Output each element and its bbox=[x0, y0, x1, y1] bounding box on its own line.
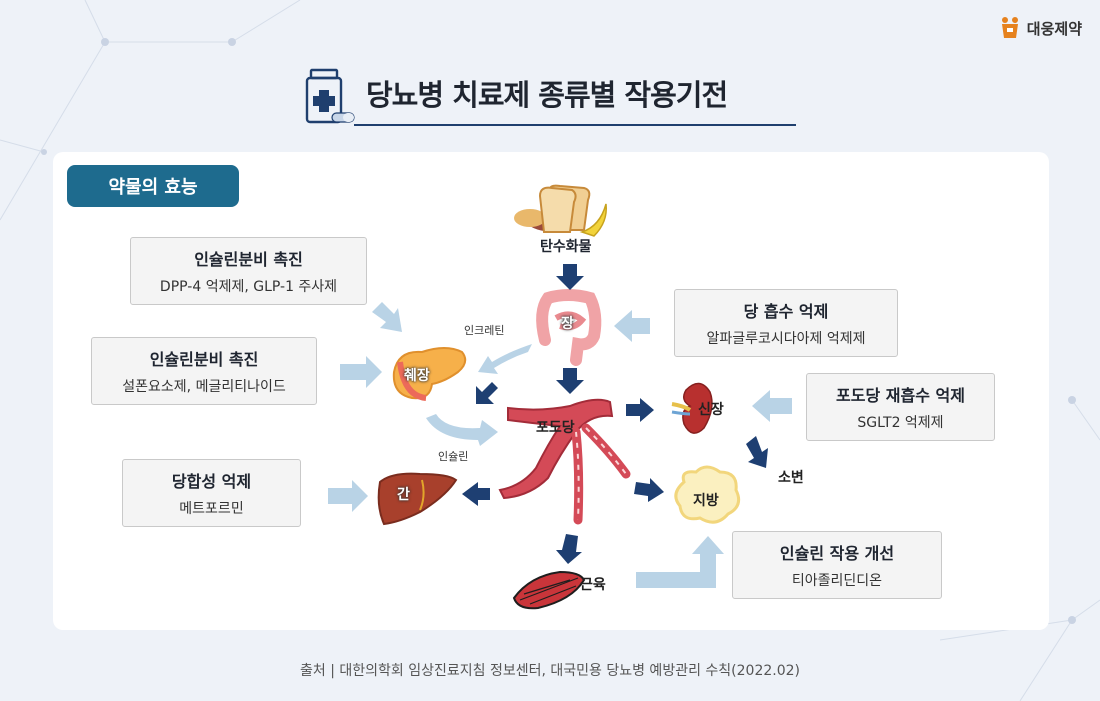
effect-box-insulin-action: 인슐린 작용 개선 티아졸리딘디온 bbox=[732, 531, 942, 599]
effect-box-insulin-secretion-2: 인슐린분비 촉진 설폰요소제, 메글리티나이드 bbox=[91, 337, 317, 405]
title-block: 당뇨병 치료제 종류별 작용기전 bbox=[302, 64, 796, 126]
brand-logo: 대웅제약 bbox=[999, 16, 1082, 40]
title-underline bbox=[354, 124, 796, 126]
source-footer: 출처 | 대한의학회 임상진료지침 정보센터, 대국민용 당뇨병 예방관리 수칙… bbox=[300, 663, 800, 679]
muscle-icon bbox=[512, 570, 586, 610]
kidney-icon bbox=[671, 382, 713, 434]
effect-heading: 인슐린분비 촉진 bbox=[194, 250, 303, 269]
medicine-bottle-icon bbox=[305, 68, 355, 124]
bear-logo-icon bbox=[1001, 17, 1018, 38]
effect-drugs: DPP-4 억제제, GLP-1 주사제 bbox=[159, 279, 338, 295]
effect-box-gluconeogenesis: 당합성 억제 메트포르민 bbox=[122, 459, 301, 527]
intestine-icon bbox=[536, 289, 602, 366]
effect-drugs: 설폰요소제, 메글리티나이드 bbox=[122, 379, 286, 395]
pancreas-icon bbox=[392, 347, 467, 401]
node-label-liver: 간 bbox=[397, 487, 410, 503]
edge-label-incretin: 인크레틴 bbox=[464, 324, 505, 337]
edge-label-insulin: 인슐린 bbox=[438, 450, 469, 463]
page-title: 당뇨병 치료제 종류별 작용기전 bbox=[366, 78, 728, 112]
effect-heading: 당합성 억제 bbox=[171, 472, 252, 491]
drug-action-arrows bbox=[328, 302, 792, 588]
effect-drugs: SGLT2 억제제 bbox=[857, 415, 944, 431]
node-label-fat: 지방 bbox=[693, 493, 719, 509]
effect-heading: 당 흡수 억제 bbox=[743, 302, 829, 321]
node-label-muscle: 근육 bbox=[580, 577, 606, 593]
effect-box-insulin-secretion-1: 인슐린분비 촉진 DPP-4 억제제, GLP-1 주사제 bbox=[130, 237, 367, 305]
node-label-carbs: 탄수화물 bbox=[540, 239, 592, 255]
effect-heading: 인슐린 작용 개선 bbox=[779, 544, 895, 563]
effect-drugs: 메트포르민 bbox=[179, 501, 244, 517]
effect-drugs: 티아졸리딘디온 bbox=[791, 573, 883, 589]
blood-vessel-icon bbox=[498, 398, 631, 525]
flow-arrows bbox=[462, 264, 768, 564]
liver-icon bbox=[377, 472, 458, 526]
section-label: 약물의 효능 bbox=[67, 165, 239, 207]
brand-name: 대웅제약 bbox=[1026, 19, 1082, 38]
effect-heading: 포도당 재흡수 억제 bbox=[836, 386, 965, 405]
carbohydrate-food-icon bbox=[514, 184, 607, 237]
effect-box-glucose-reabsorption: 포도당 재흡수 억제 SGLT2 억제제 bbox=[806, 373, 995, 441]
node-label-kidney: 신장 bbox=[698, 402, 724, 418]
effect-drugs: 알파글루코시다아제 억제제 bbox=[706, 331, 866, 347]
effect-heading: 인슐린분비 촉진 bbox=[149, 350, 259, 369]
node-label-intestine: 장 bbox=[561, 316, 574, 332]
node-label-pancreas: 췌장 bbox=[404, 368, 430, 384]
fat-tissue-icon bbox=[674, 465, 741, 524]
node-label-urine: 소변 bbox=[778, 470, 804, 486]
node-label-glucose: 포도당 bbox=[536, 420, 575, 436]
effect-box-sugar-absorption: 당 흡수 억제 알파글루코시다아제 억제제 bbox=[674, 289, 898, 357]
